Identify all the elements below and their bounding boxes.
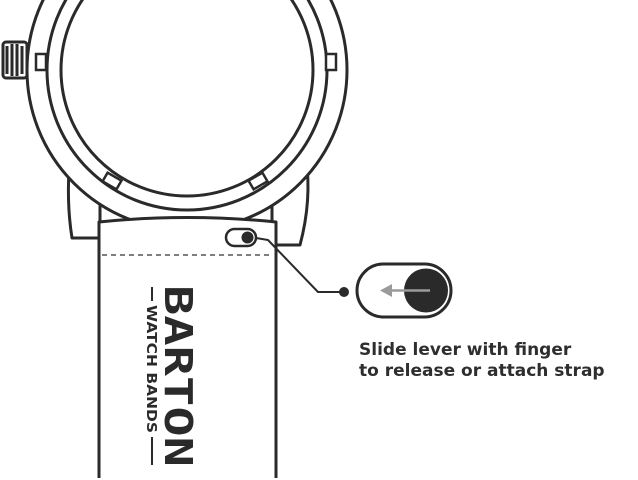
watch-crown-icon: [1, 40, 29, 80]
instruction-line-1: Slide lever with finger: [359, 340, 572, 360]
strap-lever-icon: [224, 227, 258, 248]
quick-release-lever-icon: [355, 262, 453, 319]
bezel-markers: [34, 52, 338, 192]
brand-name: BARTON: [156, 285, 200, 467]
left-arrow-icon: [380, 284, 430, 297]
brand-tagline: WATCH BANDS: [143, 305, 158, 433]
instruction-text: Slide lever with finger to release or at…: [359, 340, 638, 382]
callout-leader: [255, 237, 349, 297]
brand-logo: BARTON WATCH BANDS: [143, 285, 200, 467]
instruction-line-2: to release or attach strap: [359, 361, 605, 381]
watch-strap: [97, 216, 278, 478]
